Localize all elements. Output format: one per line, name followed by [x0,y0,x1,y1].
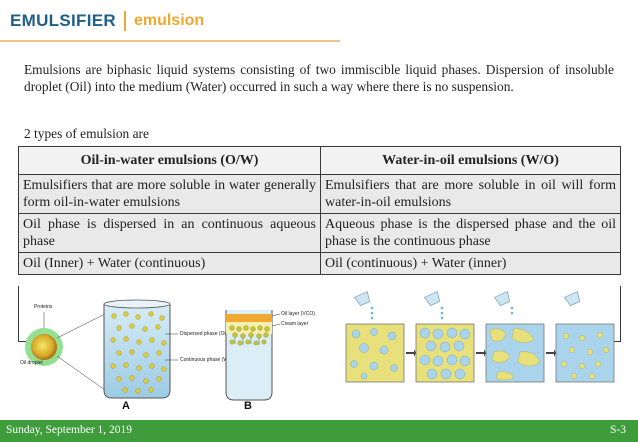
table-header-row: Oil-in-water emulsions (O/W) Water-in-oi… [18,146,621,175]
emulsion-comparison-table: Oil-in-water emulsions (O/W) Water-in-oi… [18,146,621,275]
emulsion-sequence-illustration [345,290,615,383]
frame-corner-left [18,341,26,342]
figure-label-b: B [244,400,252,412]
figure-b-creaming: Oil layer (VCO) Cream layer B [222,300,315,415]
table-cell: Oil (Inner) + Water (continuous) [18,252,321,275]
figure-c-emulsion-sequence [334,290,624,398]
creamed-droplets [229,325,270,346]
label-oil-layer: Oil layer (VCO) [281,311,315,317]
frame-corner-right [613,341,621,342]
sequence-arrows [406,349,556,357]
table-row: Emulsifiers that are more soluble in wat… [18,174,621,214]
intro-paragraph: Emulsions are biphasic liquid systems co… [24,62,614,94]
panel-4 [555,323,615,383]
droplet-tails [234,337,260,345]
oil-droplet [31,334,57,360]
label-dispersed-phase: Dispersed phase (Oil) [180,331,229,337]
table-row: Oil (Inner) + Water (continuous) Oil (co… [18,252,621,275]
table-cell: Aqueous phase is the dispersed phase and… [320,213,621,253]
slide-header: EMULSIFIER emulsion [10,6,204,36]
label-cream-layer: Cream layer [281,321,309,327]
header-rule [0,40,340,42]
label-proteins: Proteins [34,304,53,310]
figure-label-a: A [122,400,130,412]
table-cell: Emulsifiers that are more soluble in oil… [320,174,621,214]
footer-date: Sunday, September 1, 2019 [6,424,133,436]
types-line: 2 types of emulsion are [24,126,149,141]
header-wo: Water-in-oil emulsions (W/O) [320,146,621,175]
header-ow: Oil-in-water emulsions (O/W) [18,146,321,175]
table-cell: Emulsifiers that are more soluble in wat… [18,174,321,214]
page-number: S-3 [610,424,626,436]
table-row: Oil phase is dispersed in an continuous … [18,213,621,253]
dispersed-oil-droplets [110,311,167,394]
figure-a-ow-emulsion: Proteins Oil droplet Dispersed phase (Oi… [20,290,238,415]
pour-drops [370,306,514,320]
creaming-illustration [225,310,281,401]
oil-layer [226,314,272,322]
label-oil-droplet: Oil droplet [20,360,43,366]
figure-frame [18,286,621,342]
ow-emulsion-illustration [25,299,178,399]
table-cell: Oil phase is dispersed in an continuous … [18,213,321,253]
table-cell: Oil (continuous) + Water (inner) [320,252,621,275]
footer-bar [0,420,638,442]
slide-subtitle: emulsion [133,12,205,29]
slide-title: EMULSIFIER [10,11,116,30]
pouring-cups [353,290,581,307]
title-separator [123,11,126,31]
label-continuous-phase: Continuous phase (Water) [180,357,239,363]
